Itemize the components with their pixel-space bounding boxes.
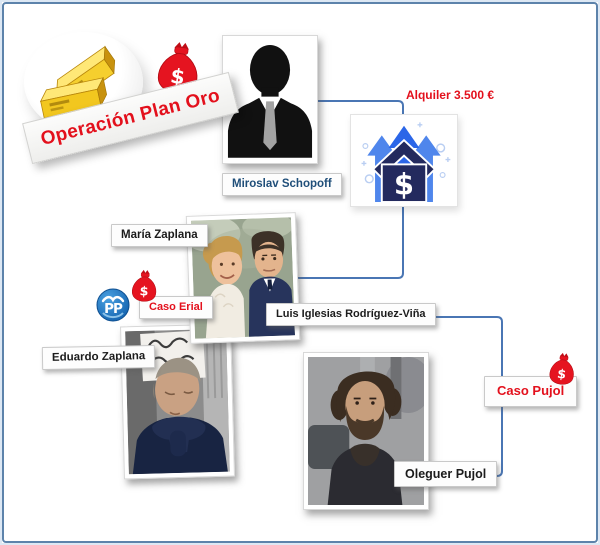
label-eduardo: Eduardo Zaplana (41, 345, 156, 371)
pp-logo-text: PP (104, 301, 123, 317)
label-luis-text: Luis Iglesias Rodríguez-Viña (276, 308, 426, 320)
label-caso-erial-text: Caso Erial (149, 301, 203, 313)
label-eduardo-text: Eduardo Zaplana (51, 350, 146, 364)
label-maria-text: María Zaplana (121, 229, 198, 241)
photo-miroslav-silhouette (222, 35, 318, 164)
label-caso-erial: Caso Erial (139, 296, 213, 319)
rent-annotation: Alquiler 3.500 € (405, 88, 495, 102)
rent-house-icon: $ (350, 114, 458, 207)
label-luis: Luis Iglesias Rodríguez-Viña (266, 303, 436, 326)
money-bag-icon (547, 350, 578, 386)
label-miroslav-text: Miroslav Schopoff (232, 178, 332, 190)
label-caso-pujol-text: Caso Pujol (497, 383, 565, 398)
label-oleguer-text: Oleguer Pujol (405, 467, 487, 481)
dollar-glyph: $ (394, 167, 414, 201)
label-oleguer: Oleguer Pujol (394, 461, 498, 488)
label-maria: María Zaplana (111, 224, 208, 248)
gold-bars-icon (24, 32, 143, 132)
anonymous-person-silhouette-icon (227, 41, 313, 158)
pp-party-logo: PP (96, 288, 130, 322)
money-bag-icon (130, 268, 159, 303)
label-miroslav: Miroslav Schopoff (222, 173, 342, 197)
